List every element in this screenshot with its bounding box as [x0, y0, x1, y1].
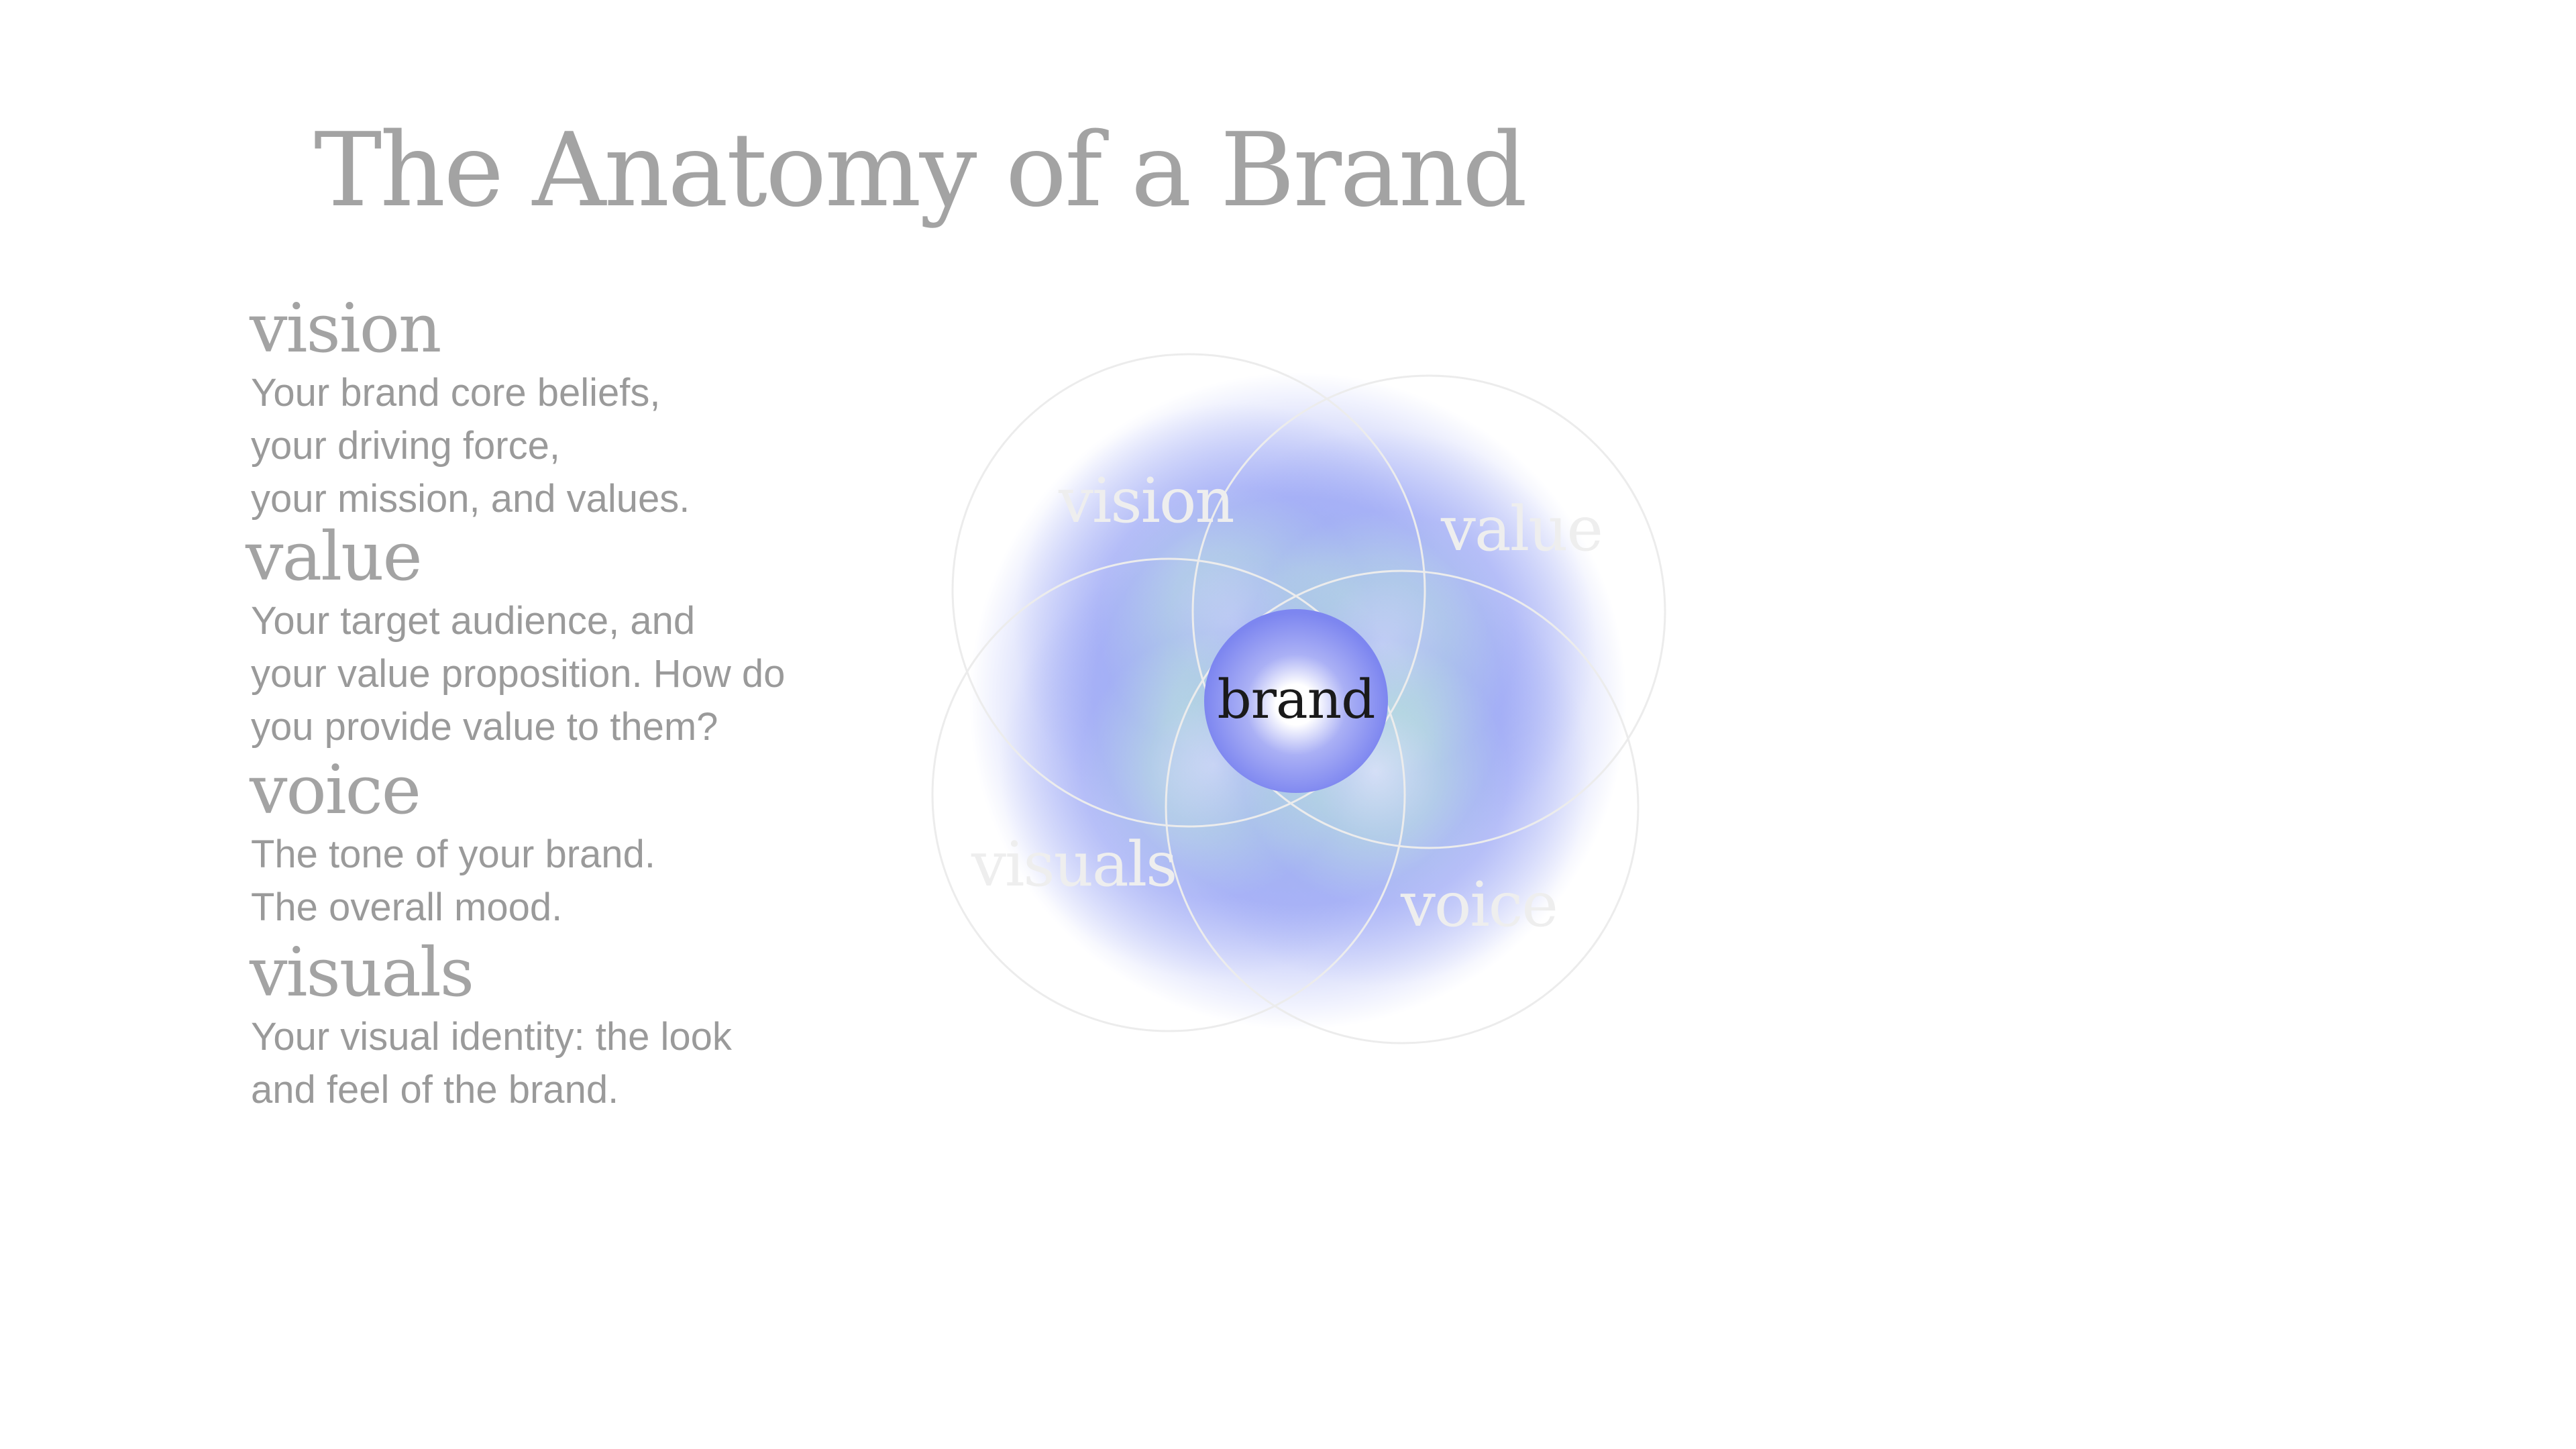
description-line: you provide value to them?	[251, 705, 718, 749]
description-line: Your target audience, and	[251, 599, 696, 643]
section-heading-visuals: visuals	[250, 933, 474, 1012]
ring-label-value: value	[1440, 493, 1602, 565]
ring-label-vision: vision	[1058, 465, 1234, 537]
description-line: your mission, and values.	[251, 477, 690, 521]
description-line: and feel of the brand.	[251, 1068, 619, 1112]
description-line: Your visual identity: the look	[251, 1015, 732, 1059]
brand-core-label: brand	[1218, 668, 1375, 731]
description-line: The tone of your brand.	[251, 833, 655, 876]
page-title: The Anatomy of a Brand	[314, 111, 1527, 229]
ring-label-voice: voice	[1400, 869, 1557, 941]
section-voice: voice The tone of your brand. The overal…	[250, 757, 920, 934]
section-heading-vision: vision	[250, 289, 441, 368]
description-line: Your brand core beliefs,	[251, 371, 661, 415]
ring-vision	[951, 353, 1426, 828]
section-description-voice: The tone of your brand. The overall mood…	[251, 828, 920, 934]
description-line: The overall mood.	[251, 885, 563, 929]
ring-voice	[1165, 570, 1640, 1044]
section-heading-voice: voice	[250, 751, 421, 829]
ring-label-visuals: visuals	[971, 828, 1176, 900]
section-visuals: visuals Your visual identity: the look a…	[250, 939, 920, 1116]
ring-visuals	[931, 557, 1406, 1032]
description-line: your value proposition. How do	[251, 652, 786, 696]
section-description-visuals: Your visual identity: the look and feel …	[251, 1010, 920, 1116]
section-description-value: Your target audience, and your value pro…	[251, 594, 920, 753]
description-line: your driving force,	[251, 424, 560, 468]
section-value: value Your target audience, and your val…	[246, 523, 920, 753]
section-heading-value: value	[246, 517, 423, 596]
ring-value	[1191, 374, 1666, 849]
section-vision: vision Your brand core beliefs, your dri…	[250, 295, 920, 525]
section-description-vision: Your brand core beliefs, your driving fo…	[251, 366, 920, 525]
brand-core	[1204, 609, 1388, 793]
